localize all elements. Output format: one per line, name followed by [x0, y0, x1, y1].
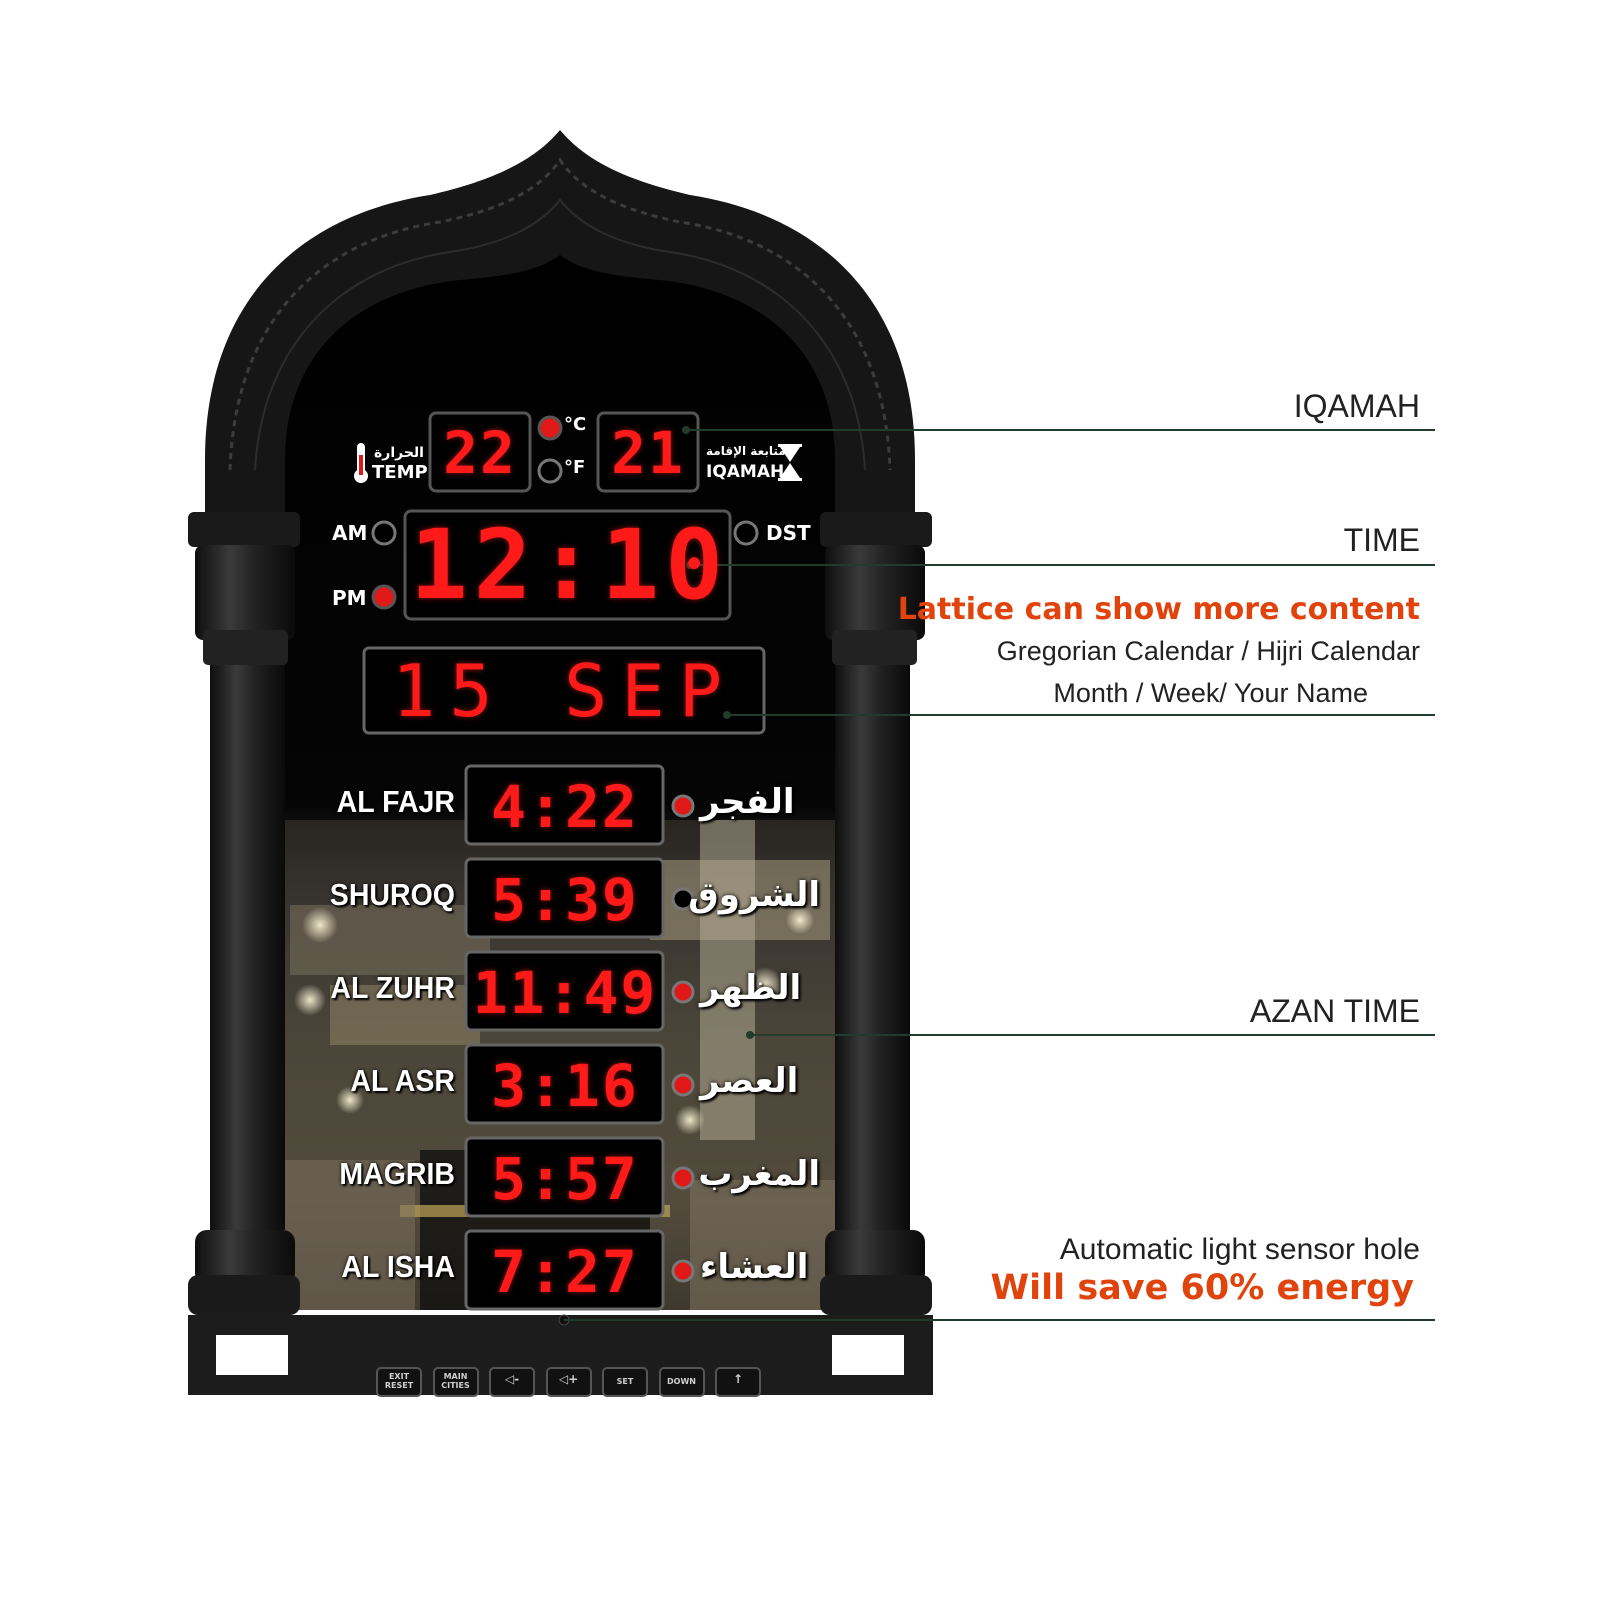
celsius-label: °C [564, 414, 587, 435]
control-button[interactable]: ↑ [715, 1367, 761, 1397]
up-icon: ↑ [732, 1372, 744, 1386]
control-button-label: MAIN CITIES [441, 1372, 470, 1390]
sensor-callout-line1: Automatic light sensor hole [1059, 1233, 1420, 1266]
prayer-name-english: AL ISHA [341, 1249, 455, 1284]
prayer-time-box [464, 1136, 665, 1218]
prayer-indicator-dot [671, 980, 695, 1004]
iqamah-callout: IQAMAH [1293, 388, 1420, 424]
lattice-callout-line1: Gregorian Calendar / Hijri Calendar [996, 636, 1420, 666]
control-button[interactable]: DOWN [658, 1367, 705, 1397]
prayer-time-box [464, 1229, 665, 1311]
iqamah-display: 21 [611, 419, 685, 487]
prayer-time-display: 3:16 [491, 1052, 639, 1120]
prayer-name-arabic: العصر [700, 1061, 799, 1101]
control-button-label: DOWN [667, 1377, 696, 1386]
iqamah-label-arabic: متابعة الإقامة [706, 444, 786, 458]
prayer-name-english: MAGRIB [339, 1156, 455, 1191]
control-button-label: SET [616, 1377, 634, 1386]
time-display: 12:10 [410, 509, 729, 621]
prayer-name-arabic: المغرب [698, 1154, 820, 1194]
prayer-indicator-dot [671, 1259, 695, 1283]
prayer-time-display: 11:49 [472, 959, 658, 1027]
prayer-name-english: SHUROQ [329, 877, 455, 912]
prayer-name-english: AL ZUHR [330, 970, 455, 1005]
prayer-indicator-dot [671, 1166, 695, 1190]
control-button[interactable]: EXIT RESET [376, 1367, 422, 1397]
volume-up-icon: ◁+ [558, 1372, 579, 1386]
azan-callout: AZAN TIME [1249, 993, 1420, 1029]
lattice-callout-line2: Month / Week/ Your Name [1053, 678, 1368, 708]
prayer-time-box [464, 1043, 665, 1125]
prayer-name-arabic: الظهر [700, 968, 802, 1008]
prayer-time-box [464, 857, 665, 939]
prayer-time-display: 5:57 [491, 1145, 639, 1213]
prayer-name-english: AL FAJR [336, 784, 455, 819]
temp-label: TEMP [372, 462, 428, 483]
dst-label: DST [766, 521, 811, 545]
temp-label-arabic: الحرارة [374, 445, 424, 461]
date-lattice-display: 15 SEP [391, 649, 737, 733]
lattice-callout-title: Lattice can show more content [897, 592, 1420, 627]
volume-down-icon: ◁- [504, 1372, 520, 1386]
sensor-callout-line2: Will save 60% energy [990, 1268, 1414, 1308]
prayer-name-arabic: الفجر [700, 782, 795, 822]
am-label: AM [332, 521, 368, 545]
control-button[interactable]: SET [602, 1367, 648, 1397]
control-button[interactable]: ◁+ [545, 1367, 592, 1397]
control-button-label: EXIT RESET [384, 1372, 414, 1390]
prayer-name-arabic: العشاء [700, 1247, 809, 1287]
prayer-indicator-dot [671, 887, 695, 911]
prayer-indicator-dot [671, 794, 695, 818]
prayer-name-english: AL ASR [350, 1063, 455, 1098]
hourglass-icon [778, 444, 802, 481]
thermometer-icon [354, 443, 368, 483]
temperature-display: 22 [443, 419, 517, 487]
prayer-time-display: 5:39 [491, 866, 639, 934]
right-pillar [835, 650, 910, 1230]
prayer-time-display: 4:22 [491, 773, 639, 841]
prayer-time-box [464, 764, 665, 846]
left-pillar [210, 650, 285, 1230]
time-callout: TIME [1343, 522, 1420, 558]
fahrenheit-label: °F [564, 457, 586, 478]
prayer-name-arabic: الشروق [688, 875, 820, 915]
control-button[interactable]: MAIN CITIES [432, 1367, 479, 1397]
prayer-time-display: 7:27 [491, 1238, 639, 1306]
pm-label: PM [332, 586, 367, 610]
prayer-indicator-dot [671, 1073, 695, 1097]
iqamah-label: IQAMAH [706, 462, 785, 482]
control-button[interactable]: ◁- [489, 1367, 535, 1397]
prayer-time-box [464, 950, 665, 1032]
